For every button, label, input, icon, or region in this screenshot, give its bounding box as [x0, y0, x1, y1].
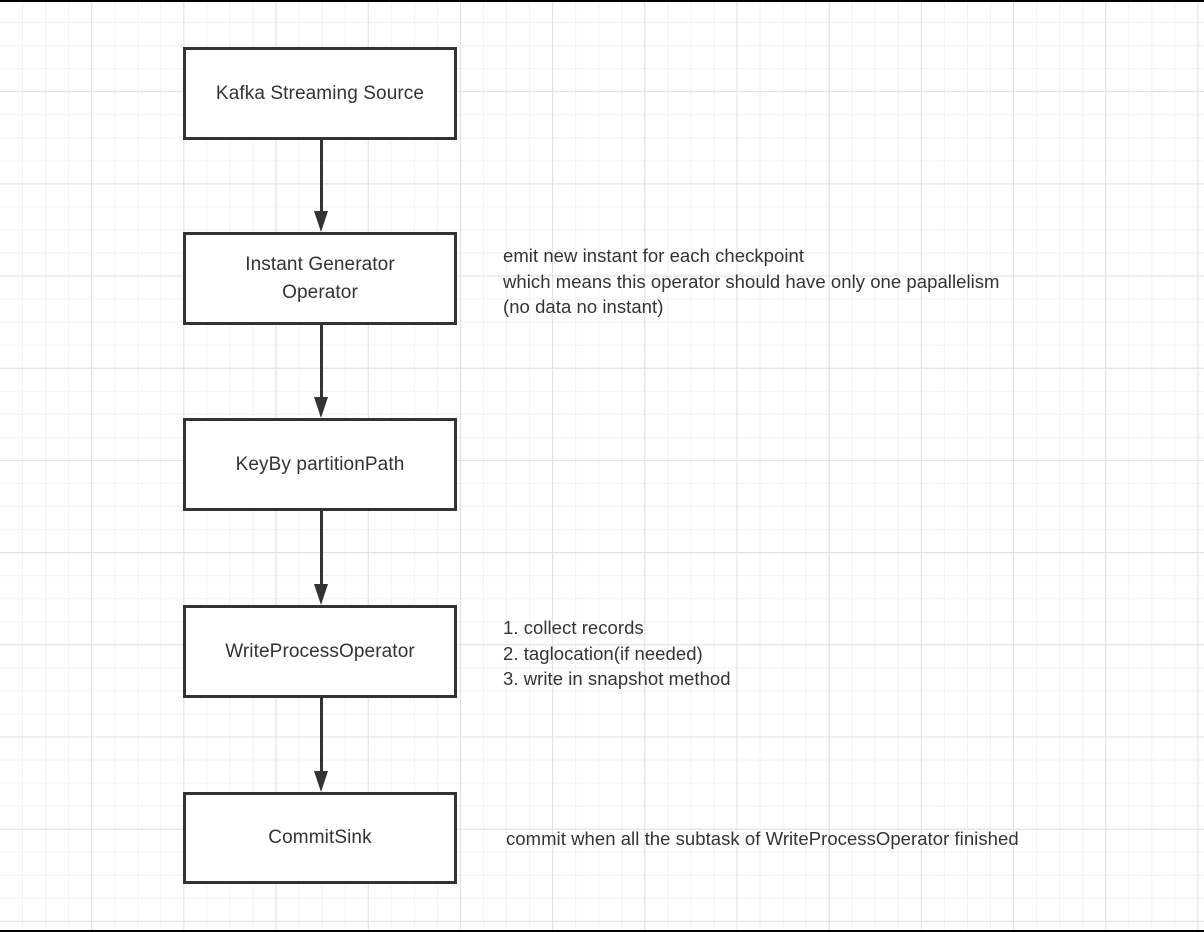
node-write-process-operator[interactable]: WriteProcessOperator: [183, 605, 457, 698]
arrow-head: [314, 584, 328, 605]
node-label-instant-generator-operator: Instant Generator Operator: [245, 253, 395, 303]
annotation-commit-sink: commit when all the subtask of WriteProc…: [506, 828, 1019, 849]
arrow-head: [314, 211, 328, 232]
node-label-kafka-streaming-source: Kafka Streaming Source: [215, 82, 425, 104]
arrow-stem: [320, 325, 323, 404]
node-kafka-streaming-source[interactable]: Kafka Streaming Source: [183, 47, 457, 140]
arrow-stem: [320, 511, 323, 591]
arrow-head: [314, 771, 328, 792]
node-label-commit-sink: CommitSink: [268, 827, 372, 848]
node-commit-sink[interactable]: CommitSink: [183, 792, 457, 884]
annotation-write-process: 1. collect records 2. taglocation(if nee…: [503, 617, 731, 689]
arrow-stem: [320, 140, 323, 218]
node-keyby-partitionpath[interactable]: KeyBy partitionPath: [183, 418, 457, 511]
canvas-bottom-rule: [0, 930, 1204, 932]
arrow-head: [314, 397, 328, 418]
node-label-keyby-partitionpath: KeyBy partitionPath: [235, 453, 405, 475]
annotation-instant-generator: emit new instant for each checkpoint whi…: [503, 245, 1000, 317]
node-instant-generator-operator[interactable]: Instant Generator Operator: [183, 232, 457, 325]
node-label-write-process-operator: WriteProcessOperator: [225, 640, 415, 662]
canvas-top-rule: [0, 0, 1204, 2]
arrow-stem: [320, 698, 323, 778]
